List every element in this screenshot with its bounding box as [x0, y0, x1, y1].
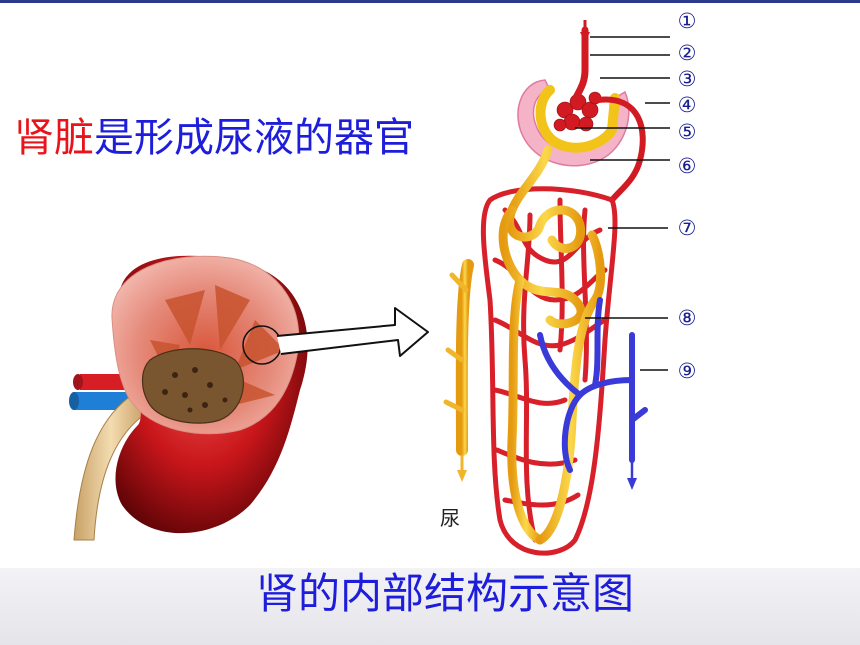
capillary-network [480, 186, 618, 556]
renal-pelvis-texture [162, 367, 228, 413]
collecting-duct [455, 259, 474, 456]
diagram-caption: 肾的内部结构示意图 [255, 569, 634, 618]
label-leader-lines [575, 36, 670, 371]
label-1: ① [677, 9, 697, 33]
title-rest: 是形成尿液的器官 [94, 115, 414, 161]
zoom-arrow [276, 307, 429, 357]
slide-title: 肾脏是形成尿液的器官 [14, 112, 414, 164]
label-5: ⑤ [677, 120, 697, 144]
label-2: ② [677, 41, 697, 65]
efferent-arteriole [595, 96, 646, 203]
label-6: ⑥ [677, 154, 697, 178]
label-8: ⑧ [677, 306, 697, 330]
label-7: ⑦ [677, 216, 697, 240]
renal-pelvis [141, 348, 244, 424]
afferent-arteriole [571, 26, 589, 104]
renal-vein [537, 297, 648, 473]
title-kidney: 肾脏 [14, 115, 94, 161]
nephron-diagram [443, 20, 670, 556]
label-3: ③ [677, 67, 697, 91]
label-4: ④ [677, 93, 697, 117]
ureter [73, 397, 149, 541]
bowman-capsule [517, 79, 630, 167]
urine-label: 尿 [440, 506, 460, 530]
renal-tubule [498, 145, 605, 545]
top-rule [0, 0, 860, 3]
urine-arrow [457, 470, 467, 482]
caption-band [0, 568, 860, 645]
label-9: ⑨ [677, 359, 697, 383]
